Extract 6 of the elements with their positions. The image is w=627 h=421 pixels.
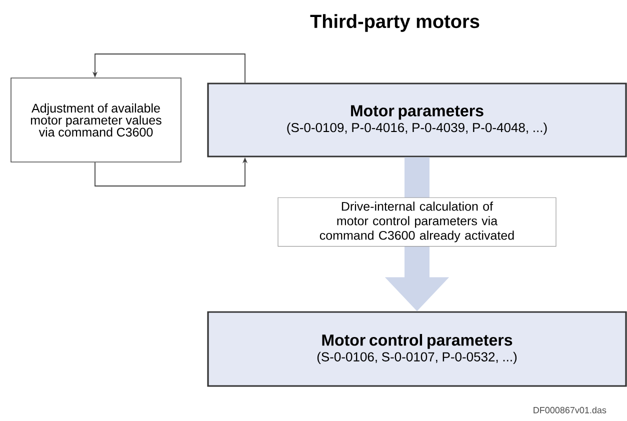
process-box: Adjustment of available motor parameter values via command C3600 — [10, 78, 182, 162]
parameter-box: Motor parameters (S-0-0109, P-0-4016, P-0-4039, P-0-4048, ...) — [207, 82, 627, 158]
file-name: DF000867v01.das — [534, 406, 606, 414]
title: Third-party motors — [310, 14, 480, 32]
parameter-box: Motor control parameters (S-0-0106, S-0-0107, P-0-0532, ...) — [207, 311, 627, 387]
edge-label: Drive-internal calculation of motor control parameters via command C3600 already activated — [320, 202, 514, 242]
